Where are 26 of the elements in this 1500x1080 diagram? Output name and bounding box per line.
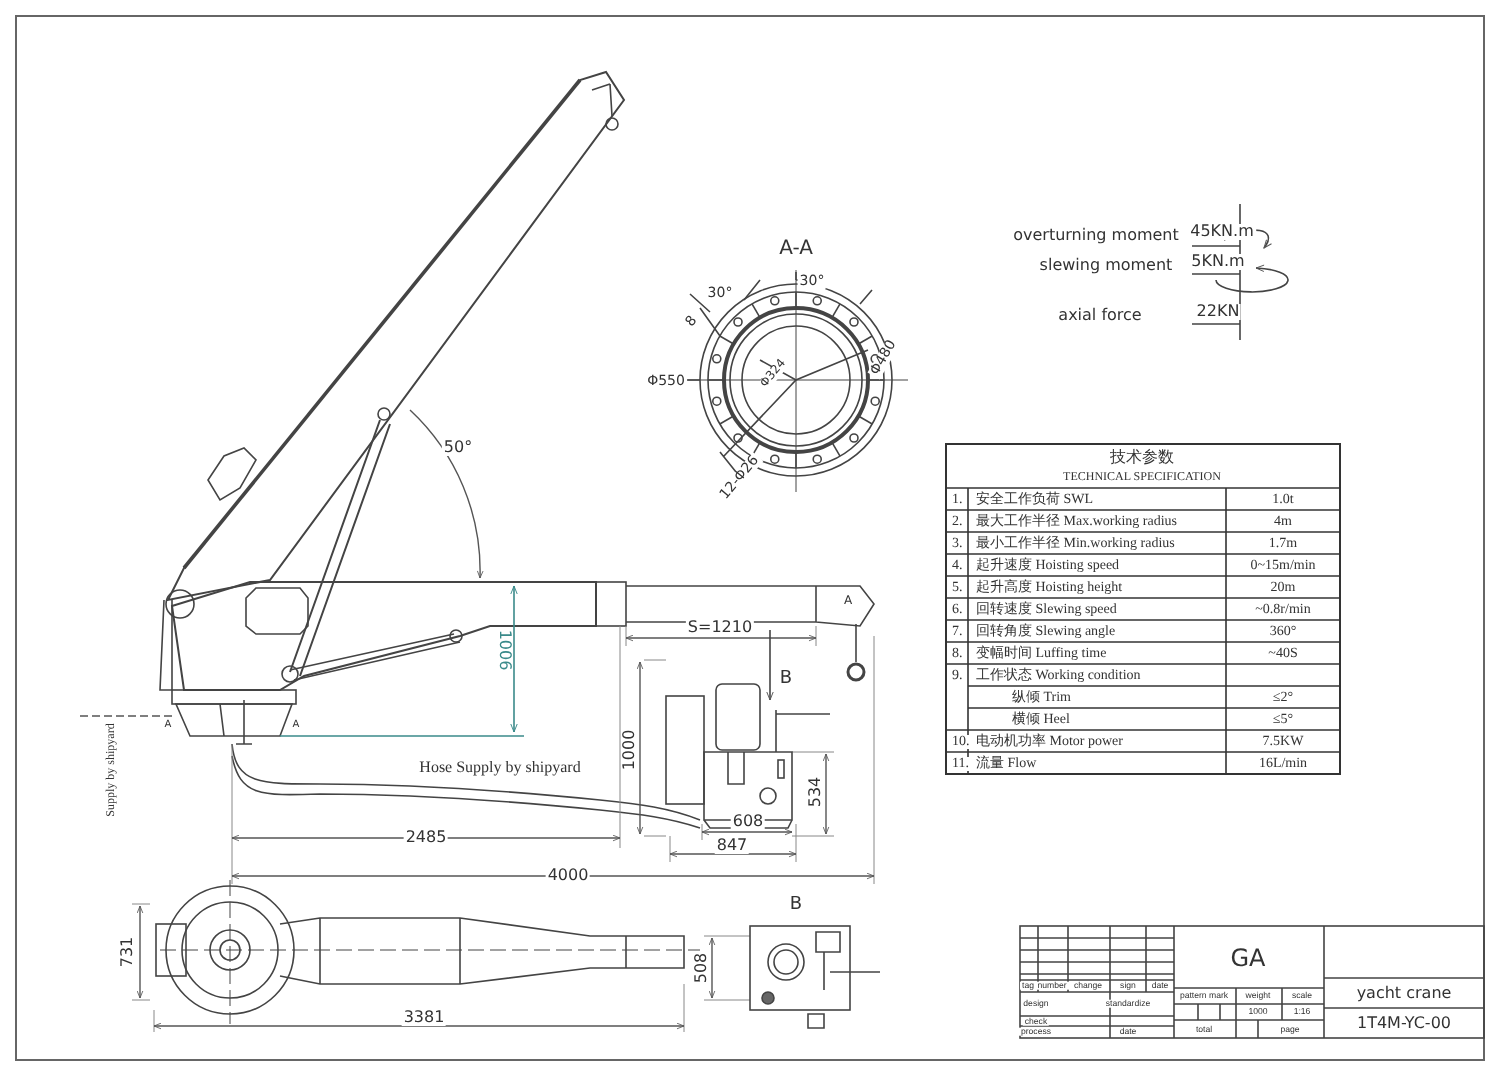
dimension-label: 508 bbox=[694, 950, 710, 986]
load-value: 22KN bbox=[1194, 304, 1242, 320]
supply-note: Hose Supply by shipyard bbox=[417, 760, 583, 776]
load-value: 5KN.m bbox=[1189, 254, 1247, 270]
load-value: 45KN.m bbox=[1188, 224, 1256, 240]
dimension-label: 534 bbox=[808, 774, 824, 810]
load-label: slewing moment bbox=[1037, 258, 1175, 274]
drawing-type-label: GA bbox=[1228, 946, 1268, 970]
load-label: axial force bbox=[1056, 308, 1144, 324]
dimension-label: 731 bbox=[120, 934, 136, 970]
view-label: B bbox=[777, 671, 795, 689]
view-label: B bbox=[787, 897, 805, 915]
dimension-label: 3381 bbox=[401, 1010, 447, 1026]
table-heading: 技术参数 bbox=[1108, 450, 1176, 466]
dimension-label: S=1210 bbox=[685, 620, 755, 636]
dimension-label: 1006 bbox=[496, 627, 512, 673]
load-label: overturning moment bbox=[1011, 228, 1181, 244]
dimension-label: 847 bbox=[714, 838, 750, 854]
angle-label: 50° bbox=[441, 440, 475, 456]
drawing-name: yacht crane bbox=[1354, 986, 1454, 1002]
dimension-label: 2485 bbox=[403, 830, 449, 846]
section-label: A-A bbox=[777, 240, 815, 260]
dimension-label: 1000 bbox=[622, 727, 638, 773]
dimension-label: 608 bbox=[730, 814, 766, 830]
dimension-label: 4000 bbox=[545, 868, 591, 884]
drawing-number: 1T4M-YC-00 bbox=[1355, 1016, 1453, 1032]
